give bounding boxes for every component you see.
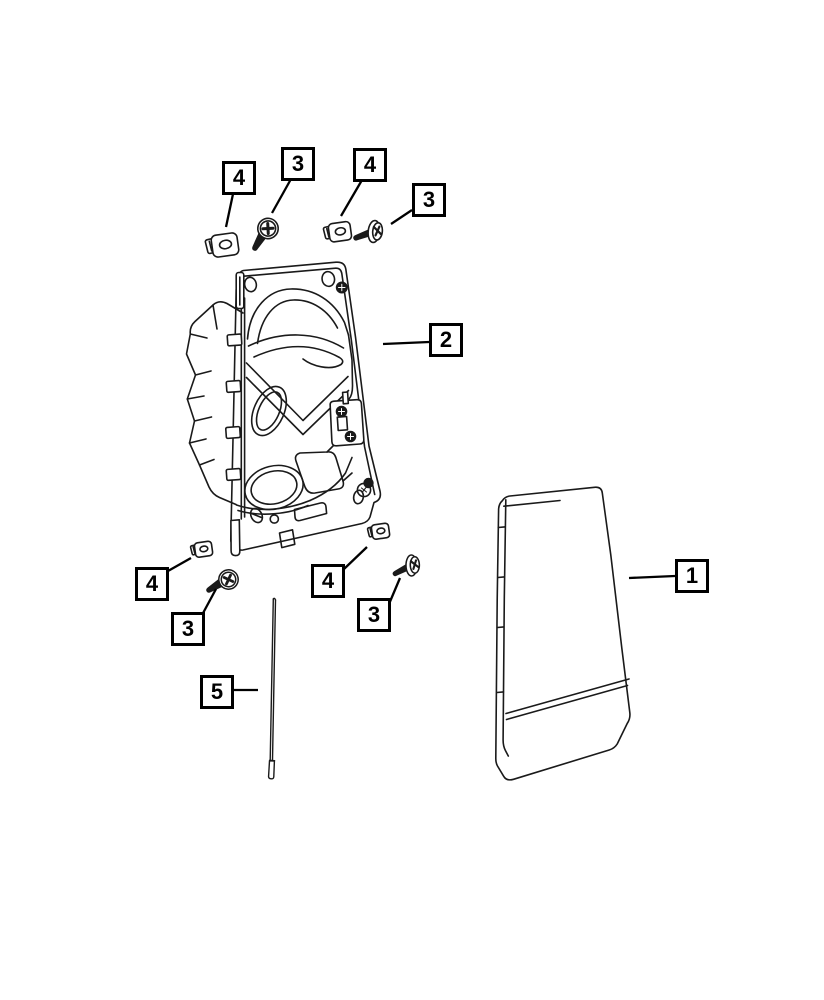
callout-link-rod[interactable]: 5 bbox=[200, 675, 234, 709]
callout-clip-top-left[interactable]: 4 bbox=[222, 161, 256, 195]
callout-clip-bottom-right[interactable]: 4 bbox=[311, 564, 345, 598]
leader-line-trim-panel bbox=[628, 574, 676, 580]
part-drawing-screw-top-right bbox=[349, 217, 387, 248]
leader-line-screw-top-left bbox=[270, 178, 293, 214]
callout-clip-bottom-left[interactable]: 4 bbox=[135, 567, 169, 601]
leader-line-clip-top-middle bbox=[340, 179, 363, 217]
callout-screw-bottom-left[interactable]: 3 bbox=[171, 612, 205, 646]
leader-line-clip-bottom-left bbox=[167, 556, 192, 573]
callout-door-module-plate[interactable]: 2 bbox=[429, 323, 463, 357]
leader-line-screw-top-right bbox=[390, 209, 413, 225]
leader-line-clip-top-left bbox=[224, 193, 235, 228]
part-drawing-clip-bottom-left bbox=[189, 540, 214, 559]
callout-screw-top-right[interactable]: 3 bbox=[412, 183, 446, 217]
callout-clip-top-middle[interactable]: 4 bbox=[353, 148, 387, 182]
leader-line-door-module-plate bbox=[382, 340, 430, 346]
part-drawing-door-module-plate bbox=[185, 261, 382, 557]
callout-screw-top-left[interactable]: 3 bbox=[281, 147, 315, 181]
callout-trim-panel[interactable]: 1 bbox=[675, 559, 709, 593]
callout-screw-bottom-right[interactable]: 3 bbox=[357, 598, 391, 632]
part-drawing-clip-top-middle bbox=[322, 220, 353, 244]
part-drawing-link-rod bbox=[267, 597, 277, 780]
part-drawing-clip-top-left bbox=[204, 231, 241, 259]
part-drawing-trim-panel bbox=[494, 486, 631, 781]
leader-line-screw-bottom-left bbox=[200, 588, 218, 616]
part-drawing-screw-top-left bbox=[240, 212, 284, 254]
part-drawing-screw-bottom-left bbox=[201, 566, 242, 595]
part-drawing-clip-bottom-right bbox=[366, 522, 391, 541]
leader-line-clip-bottom-right bbox=[343, 546, 368, 570]
part-drawing-screw-bottom-right bbox=[387, 550, 425, 583]
